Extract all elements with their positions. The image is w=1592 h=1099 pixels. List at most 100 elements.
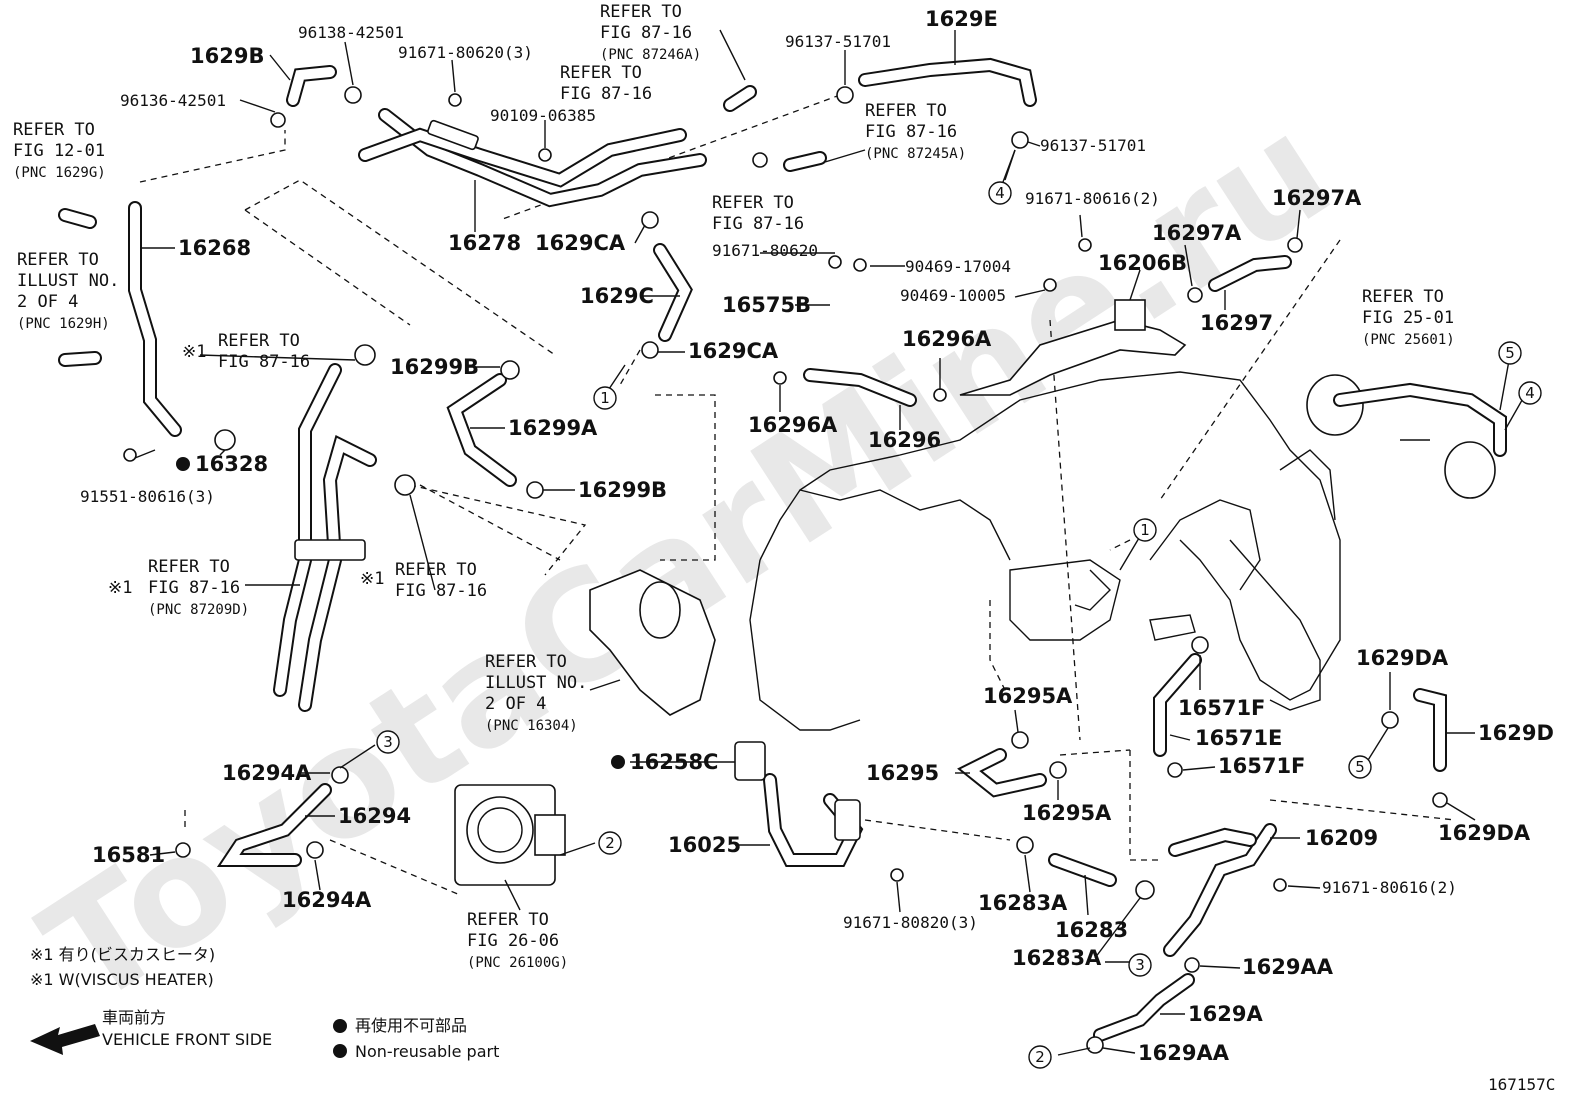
clamps	[123, 86, 1448, 1054]
refer-line: REFER TO	[1362, 287, 1444, 307]
refer-line: ILLUST NO.	[17, 271, 119, 291]
hose-16296	[803, 368, 917, 407]
small-hoses	[58, 85, 827, 367]
bracket-16206B	[959, 299, 1187, 396]
refer-line: REFER TO	[600, 2, 682, 22]
label-16299B-bottom: 16299B	[578, 478, 667, 502]
marker-3-a: 3	[376, 730, 400, 754]
non-reusable-bullet-icon-2	[333, 1044, 347, 1058]
refer-line: FIG 87-16	[712, 214, 804, 234]
label-1629B: 1629B	[190, 44, 264, 68]
refer-line: REFER TO	[13, 120, 95, 140]
marker-4-a: 4	[988, 181, 1012, 205]
pipe-25601	[1306, 374, 1507, 499]
label-1629D: 1629D	[1478, 721, 1554, 745]
part-labels: 1629B 96138-42501 91671-80620(3) 96136-4…	[80, 7, 1554, 1065]
marker-2-b: 2	[1028, 1045, 1052, 1069]
refer-line: FIG 12-01	[13, 141, 105, 161]
label-1629A: 1629A	[1188, 1002, 1263, 1026]
label-16296A-bottom: 16296A	[748, 413, 838, 437]
refer-line: (PNC 87246A)	[600, 47, 701, 63]
label-16295A-bottom: 16295A	[1022, 801, 1112, 825]
label-90469-10005: 90469-10005	[900, 286, 1006, 305]
figure-id: 167157C	[1488, 1075, 1555, 1094]
refer-line: FIG 87-16	[218, 352, 310, 372]
label-1629E: 1629E	[925, 7, 998, 31]
svg-text:3: 3	[1135, 956, 1145, 974]
refer-line: REFER TO	[17, 250, 99, 270]
label-91671-80616-2: 91671-80616(2)	[1025, 189, 1160, 208]
label-1629CA-top: 1629CA	[535, 231, 626, 255]
legend: ※1 有り(ビスカスヒータ) ※1 W(VISCUS HEATER) 車両前方 …	[30, 945, 1555, 1094]
non-reusable-en: Non-reusable part	[355, 1042, 499, 1061]
refer-line: FIG 87-16	[148, 578, 240, 598]
label-1629AA-top: 1629AA	[1242, 955, 1334, 979]
label-91671-80620-3: 91671-80620(3)	[398, 43, 533, 62]
svg-text:1: 1	[600, 389, 610, 407]
label-16209: 16209	[1305, 826, 1378, 850]
label-96137-51701-right: 96137-51701	[1040, 136, 1146, 155]
label-16278: 16278	[448, 231, 521, 255]
hose-1629B	[286, 65, 337, 107]
label-91671-80616-2b: 91671-80616(2)	[1322, 878, 1457, 897]
refer-line: 2 OF 4	[485, 694, 546, 714]
label-16296A-top: 16296A	[902, 327, 992, 351]
label-1629CA-bottom: 1629CA	[688, 339, 779, 363]
refer-line: ILLUST NO.	[485, 673, 587, 693]
label-16328: 16328	[195, 452, 268, 476]
refer-line: REFER TO	[467, 910, 549, 930]
hose-16295	[957, 748, 1047, 798]
refer-line: REFER TO	[395, 560, 477, 580]
refer-line: (PNC 25601)	[1362, 332, 1455, 348]
refer-line: FIG 87-16	[560, 84, 652, 104]
hose-1629D	[1413, 688, 1447, 772]
marker-4-b: 4	[1518, 381, 1542, 405]
pipe-16268	[128, 201, 182, 437]
label-16283A-top: 16283A	[978, 891, 1068, 915]
label-16294: 16294	[338, 804, 411, 828]
label-90469-17004: 90469-17004	[905, 257, 1011, 276]
asterisk-mark-2: ※1	[108, 578, 132, 598]
label-16575B: 16575B	[722, 293, 811, 317]
label-96138-42501: 96138-42501	[298, 23, 404, 42]
refer-line: FIG 87-16	[600, 23, 692, 43]
pipe-16209	[1163, 823, 1277, 957]
label-16206B: 16206B	[1098, 251, 1187, 275]
refer-line: (PNC 87209D)	[148, 602, 249, 618]
hose-16294	[216, 783, 332, 867]
asterisk-marks: ※1 ※1 ※1	[108, 342, 384, 598]
refer-line: FIG 87-16	[865, 122, 957, 142]
label-16581: 16581	[92, 843, 165, 867]
refer-line: FIG 87-16	[395, 581, 487, 601]
marker-5-a: 5	[1498, 341, 1522, 365]
label-16295A-top: 16295A	[983, 684, 1073, 708]
marker-5-b: 5	[1348, 755, 1372, 779]
vehicle-front-en: VEHICLE FRONT SIDE	[102, 1030, 272, 1049]
label-91671-80820-3: 91671-80820(3)	[843, 913, 978, 932]
refer-line: (PNC 1629H)	[17, 316, 110, 332]
label-16299A: 16299A	[508, 416, 598, 440]
vehicle-front-jp: 車両前方	[102, 1008, 166, 1027]
water-outlet	[589, 569, 716, 716]
note-viscus-jp: ※1 有り(ビスカスヒータ)	[30, 945, 215, 964]
label-91551-80616-3: 91551-80616(3)	[80, 487, 215, 506]
refer-line: (PNC 26100G)	[467, 955, 568, 971]
note-viscus-en: ※1 W(VISCUS HEATER)	[30, 970, 214, 989]
label-16299B-top: 16299B	[390, 355, 479, 379]
hose-16571E	[1153, 653, 1202, 757]
label-16571F-top: 16571F	[1178, 696, 1265, 720]
label-16268: 16268	[178, 236, 251, 260]
label-1629DA-top: 1629DA	[1356, 646, 1449, 670]
label-96137-51701-top: 96137-51701	[785, 32, 891, 51]
refer-line: 2 OF 4	[17, 292, 78, 312]
refer-line: REFER TO	[485, 652, 567, 672]
non-reusable-mark-16258C	[611, 755, 625, 769]
label-90109-06385: 90109-06385	[490, 106, 596, 125]
hose-1629E	[858, 57, 1037, 107]
label-91671-80620: 91671-80620	[712, 241, 818, 260]
